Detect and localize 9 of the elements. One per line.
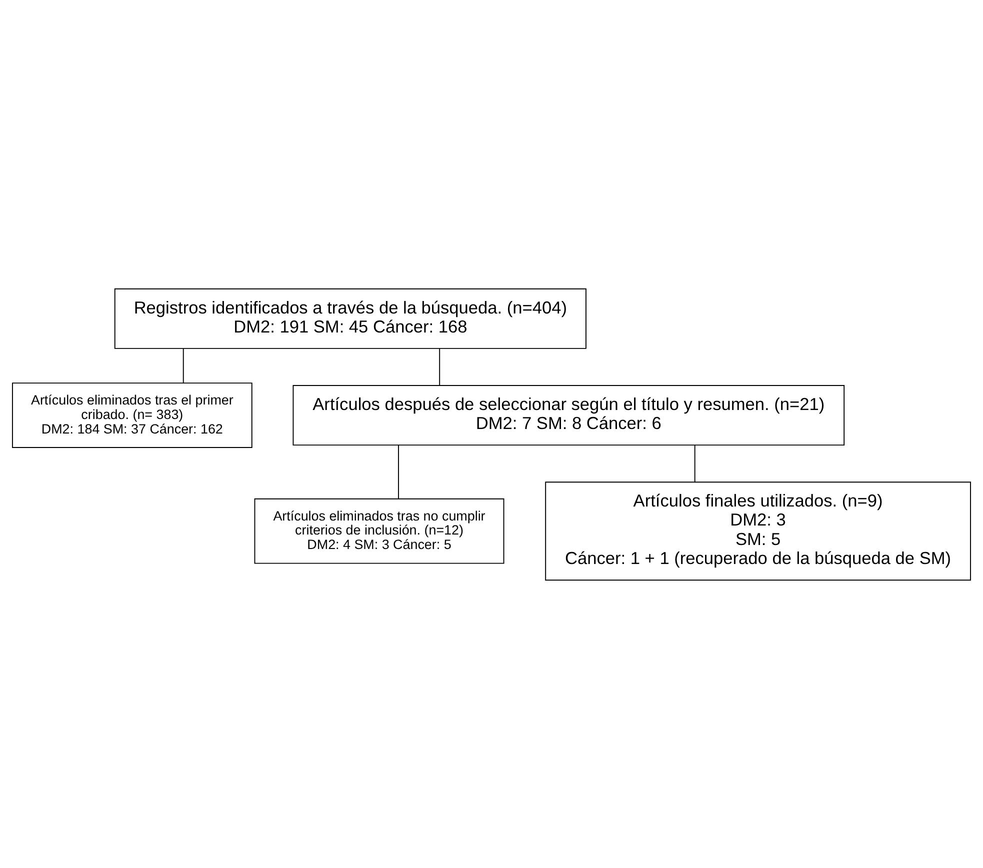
node-box: Artículos eliminados tras el primer cribado. (n= 383) DM2: 184 SM: 37 Cáncer: 162 bbox=[12, 382, 252, 448]
node-box: Artículos después de seleccionar según el título y resumen. (n=21) DM2: 7 SM: 8 Cáncer: 6 bbox=[292, 384, 845, 446]
connector bbox=[439, 348, 440, 386]
node-box: Registros identificados a través de la búsqueda. (n=404) DM2: 191 SM: 45 Cáncer: 168 bbox=[114, 288, 586, 348]
node-box: Artículos eliminados tras no cumplir criterios de inclusión. (n=12) DM2: 4 SM: 3 Cáncer: 5 bbox=[254, 498, 504, 564]
node-box: Artículos finales utilizados. (n=9) DM2: 3 SM: 5 Cáncer: 1 + 1 (recuperado de la búsqueda de SM) bbox=[545, 481, 971, 580]
connector bbox=[694, 444, 696, 482]
connector bbox=[398, 444, 399, 499]
connector bbox=[182, 348, 184, 383]
